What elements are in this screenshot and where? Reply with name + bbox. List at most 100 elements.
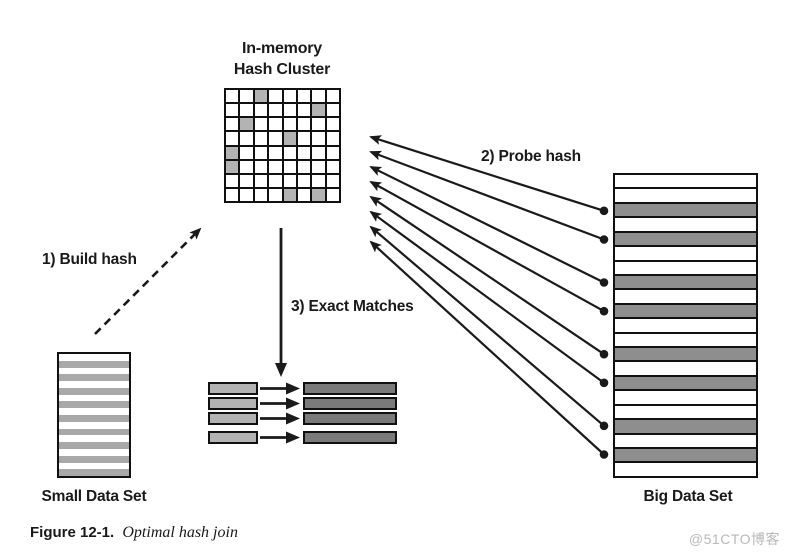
big-data-set-row	[615, 362, 756, 377]
hash-cell	[240, 188, 253, 201]
watermark: @51CTO博客	[688, 531, 780, 547]
hash-cell	[312, 160, 325, 173]
big-data-set-row	[615, 175, 756, 190]
probe-hash-arrow	[369, 135, 605, 212]
hash-cell	[297, 104, 311, 117]
hash-cell	[240, 118, 253, 131]
figure-number: Figure 12-1.	[30, 524, 115, 541]
hash-cell	[226, 132, 239, 145]
hash-cluster-title-line1: In-memory	[242, 40, 322, 57]
small-data-set-stripe	[59, 463, 129, 470]
probe-hash-arrow	[369, 225, 605, 427]
hash-cell	[297, 174, 311, 187]
big-data-set-row	[615, 319, 756, 334]
hash-cell	[269, 188, 282, 201]
hash-cell	[283, 104, 296, 117]
figure-title: Optimal hash join	[122, 524, 238, 541]
hash-cell	[297, 160, 311, 173]
small-data-set-stripe	[59, 401, 129, 409]
small-data-set-stripe	[59, 442, 129, 449]
big-data-set-row	[615, 247, 756, 262]
match-row-right	[303, 382, 397, 395]
small-data-set-stripe	[59, 435, 129, 442]
small-data-set-stripe	[59, 360, 129, 368]
probe-arrow-dot	[599, 235, 609, 244]
hash-cell	[283, 132, 296, 145]
hash-cluster-grid	[224, 88, 341, 203]
hash-cell	[297, 132, 311, 145]
probe-hash-arrow	[369, 195, 605, 356]
hash-cell	[326, 132, 339, 145]
hash-cell	[269, 118, 282, 131]
hash-cell	[254, 132, 268, 145]
hash-cell	[326, 104, 339, 117]
hash-cell	[269, 90, 282, 103]
hash-cell	[226, 104, 239, 117]
big-data-set-row	[615, 304, 756, 320]
hash-cell	[269, 160, 282, 173]
hash-cell	[326, 188, 339, 201]
hash-cell	[254, 188, 268, 201]
probe-hash-arrow	[369, 240, 605, 456]
small-data-set-stripe	[59, 381, 129, 388]
hash-cell	[240, 90, 253, 103]
hash-cell	[226, 160, 239, 173]
hash-cell	[240, 160, 253, 173]
build-hash-label: 1) Build hash	[42, 251, 137, 268]
big-data-set-row	[615, 275, 756, 291]
probe-arrow-dot	[599, 206, 609, 216]
match-row-left	[208, 382, 258, 395]
hash-cell	[312, 174, 325, 187]
build-hash-arrow	[94, 227, 202, 335]
hash-cell	[240, 132, 253, 145]
hash-cell	[283, 118, 296, 131]
probe-hash-label: 2) Probe hash	[481, 148, 581, 165]
match-row-right	[303, 431, 397, 444]
match-row-left	[208, 412, 258, 425]
small-data-set-stripe	[59, 415, 129, 422]
big-data-set-row	[615, 463, 756, 475]
probe-arrow-dot	[599, 378, 609, 388]
probe-hash-arrow	[369, 150, 605, 241]
hash-cell	[283, 160, 296, 173]
match-row-left	[208, 431, 258, 444]
big-data-set-row	[615, 262, 756, 276]
probe-arrow-dot	[599, 450, 609, 459]
hash-cell	[226, 90, 239, 103]
hash-cell	[297, 188, 311, 201]
small-data-set	[57, 352, 131, 478]
hash-cell	[312, 188, 325, 201]
hash-cluster-title-line2: Hash Cluster	[233, 61, 331, 78]
hash-cell	[312, 118, 325, 131]
hash-cluster-title: In-memory Hash Cluster	[192, 38, 372, 80]
big-data-set-row	[615, 406, 756, 421]
small-data-set-stripe	[59, 428, 129, 436]
match-row-left	[208, 397, 258, 410]
hash-cell	[269, 174, 282, 187]
probe-arrow-dot	[599, 421, 609, 431]
hash-cell	[269, 104, 282, 117]
big-data-set-row	[615, 203, 756, 219]
hash-cell	[254, 160, 268, 173]
hash-cell	[326, 160, 339, 173]
hash-cell	[226, 188, 239, 201]
small-data-set-stripe	[59, 469, 129, 477]
probe-hash-arrow	[369, 166, 605, 284]
small-data-set-stripe	[59, 354, 129, 361]
hash-cell	[326, 146, 339, 159]
hash-cell	[297, 118, 311, 131]
probe-hash-arrow	[369, 181, 605, 313]
hash-cell	[312, 146, 325, 159]
hash-cell	[297, 146, 311, 159]
small-data-set-stripe	[59, 368, 129, 375]
hash-cell	[226, 118, 239, 131]
big-data-set-row	[615, 290, 756, 305]
probe-arrow-dot	[599, 278, 609, 287]
hash-cell	[254, 146, 268, 159]
probe-arrow-dot	[599, 306, 609, 316]
hash-cell	[326, 90, 339, 103]
match-row-right	[303, 397, 397, 410]
hash-cell	[283, 90, 296, 103]
hash-cell	[226, 146, 239, 159]
